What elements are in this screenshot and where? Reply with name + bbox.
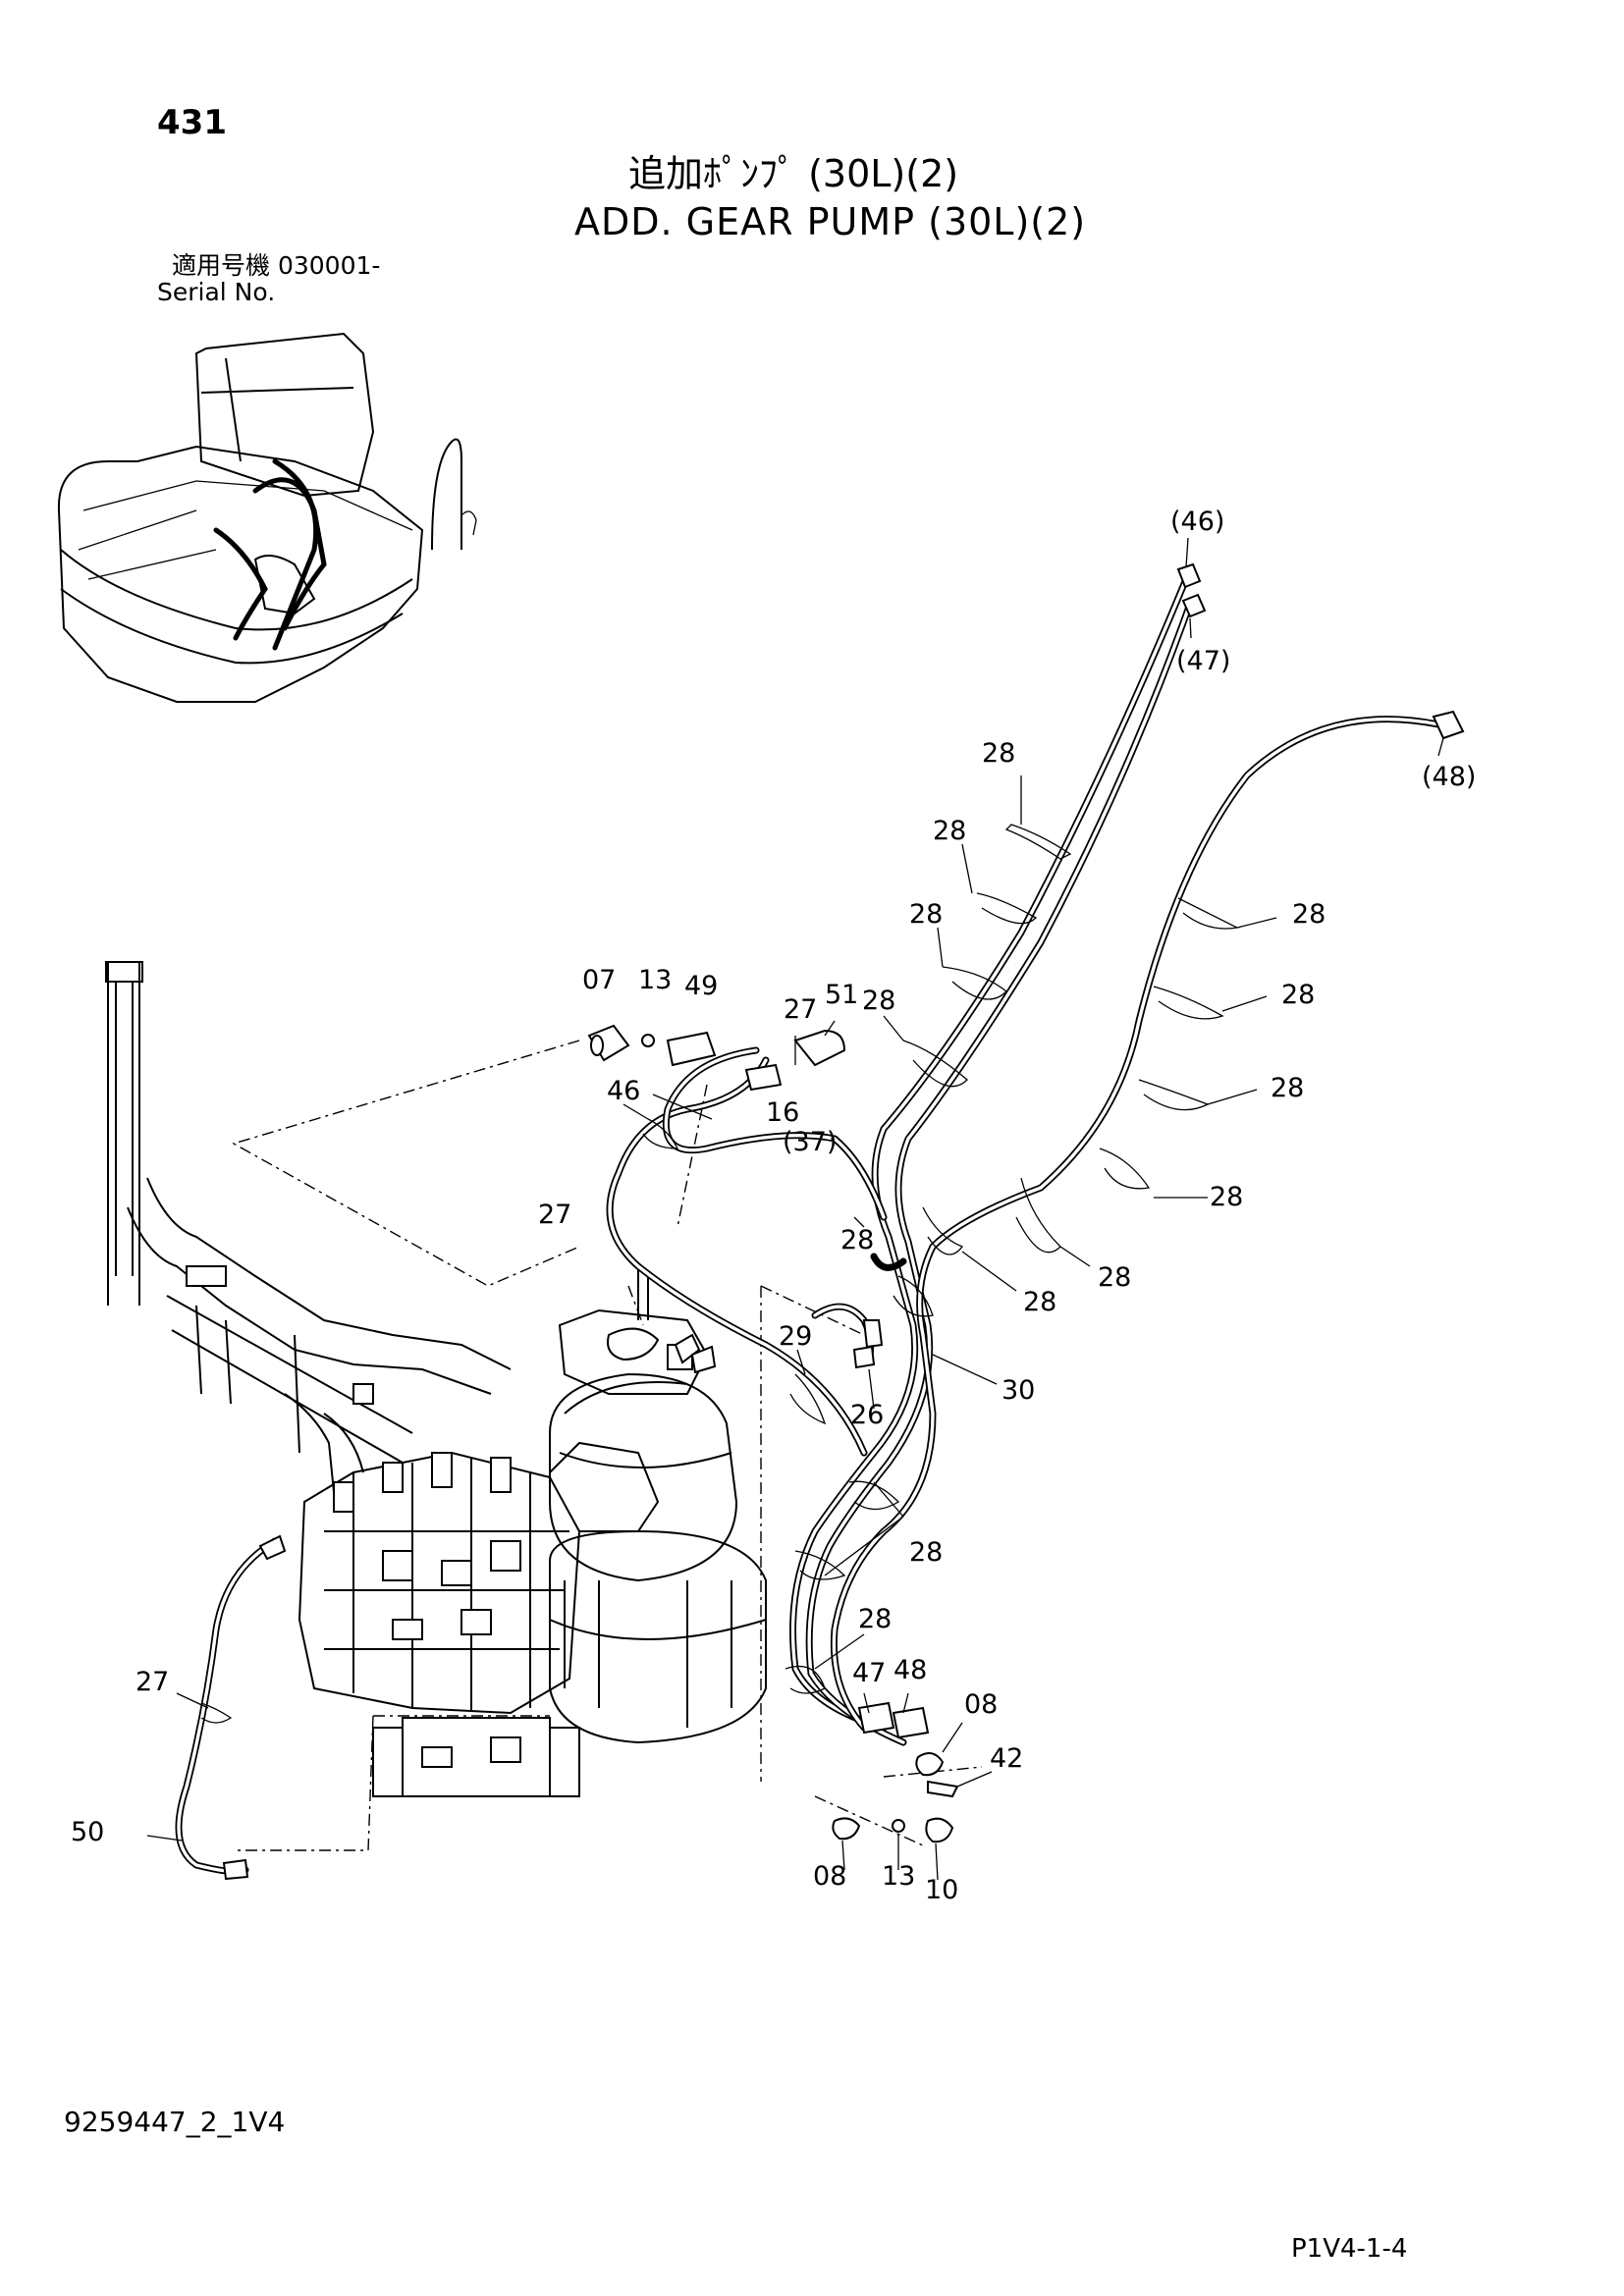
excavator-overview-thumbnail [57,332,477,703]
callout-49: 49 [684,971,718,1001]
callout-27: 27 [135,1667,169,1697]
callout-48-bracket: (48) [1422,762,1476,792]
callout-28: 28 [933,816,966,846]
callout-28: 28 [862,986,895,1016]
callout-28: 28 [909,1537,943,1568]
callout-47-bracket: (47) [1176,646,1230,676]
fittings [222,562,1465,1881]
title-english: ADD. GEAR PUMP (30L)(2) [574,200,1087,243]
callout-51: 51 [825,980,858,1010]
callout-labels: (46) (47) (48) 28 28 28 28 28 28 28 28 2… [71,507,1476,1905]
callout-13: 13 [638,965,672,995]
callout-28: 28 [982,738,1015,769]
page-code: P1V4-1-4 [1291,2234,1408,2264]
callout-07: 07 [582,965,616,995]
callout-46: 46 [607,1076,640,1106]
reference-lines [232,1040,983,1851]
callout-29: 29 [779,1321,812,1352]
callout-42: 42 [990,1743,1023,1774]
callout-50: 50 [71,1817,104,1847]
callout-28: 28 [858,1604,892,1634]
serial-label-japanese: 適用号機 030001- [172,251,381,280]
swing-motor [549,1266,767,1744]
callout-28: 28 [1023,1287,1056,1317]
page-number: 431 [157,103,227,142]
callout-48: 48 [893,1655,927,1685]
callout-08: 08 [813,1861,846,1892]
callout-27: 27 [538,1200,571,1230]
callout-10: 10 [925,1875,958,1905]
callout-28: 28 [1292,899,1326,930]
document-code: 9259447_2_1V4 [64,2106,286,2138]
callout-47: 47 [852,1658,886,1688]
pipe-assembly-left [105,961,512,1493]
control-valve [298,1441,660,1797]
callout-27: 27 [784,994,817,1025]
callout-08: 08 [964,1689,998,1720]
hose-routing [175,570,1442,1876]
serial-label-english: Serial No. [157,278,276,306]
callout-28: 28 [1210,1182,1243,1212]
callout-28: 28 [1271,1073,1304,1103]
hose-clamps [200,824,1240,1724]
callout-16: 16 [766,1097,799,1128]
callout-26: 26 [850,1400,884,1430]
callout-28: 28 [1281,980,1315,1010]
callout-28: 28 [1098,1262,1131,1293]
callout-37-bracket: (37) [783,1127,837,1157]
callout-28: 28 [840,1225,874,1255]
leader-lines [146,537,1444,1881]
title-japanese: 追加ﾎﾟﾝﾌﾟ (30L)(2) [628,152,959,195]
callout-46-bracket: (46) [1170,507,1224,537]
callout-28: 28 [909,899,943,930]
callout-30: 30 [1001,1375,1035,1406]
callout-13: 13 [882,1861,915,1892]
